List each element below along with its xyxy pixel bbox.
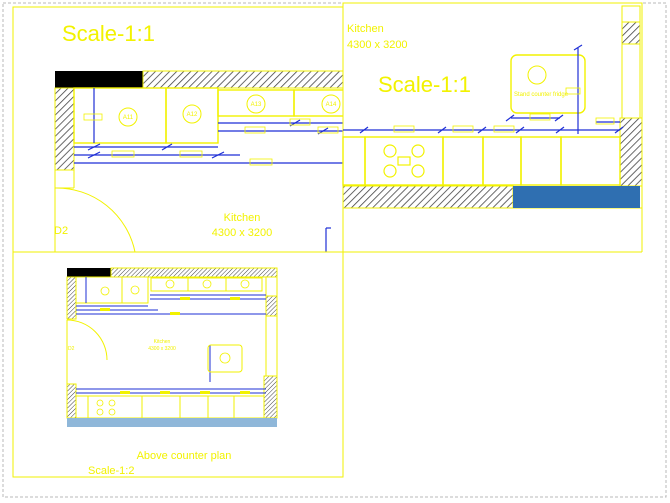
- door-swing: [66, 319, 108, 361]
- room-name: Kitchen: [347, 23, 384, 35]
- door-swing: [54, 187, 136, 253]
- page-border: [2, 2, 667, 498]
- fridge: [207, 344, 243, 373]
- left-wall-hatch: [66, 383, 77, 419]
- appliance-label: Stand counter fridge: [514, 92, 569, 98]
- top-wall-dark: [67, 268, 111, 277]
- right-wall-hatch: [263, 375, 278, 419]
- room-name: Kitchen: [154, 339, 171, 345]
- right-wall-hatch: [619, 117, 643, 187]
- cooktop-burners: [96, 399, 116, 416]
- room-size: 4300 x 3200: [212, 227, 273, 239]
- door-tag: D2: [54, 225, 68, 237]
- dimension-lines: [74, 88, 343, 164]
- viewport-bottom[interactable]: D2 Kitchen 4300 x 3200 Above counter pla…: [12, 3, 643, 478]
- viewport-top-left[interactable]: Scale-1:1 A11 A12 A13 A14: [12, 6, 345, 253]
- base-cabinets: [75, 395, 265, 419]
- top-wall-hatch: [110, 267, 278, 278]
- cabinet-tag: A11: [123, 115, 134, 121]
- viewport-scale-label: Scale-1:1: [378, 72, 471, 97]
- dimension-text-boxes: [83, 113, 339, 166]
- cabinet-tag: A14: [326, 102, 337, 108]
- floor-strip: [67, 418, 198, 427]
- room-name: Kitchen: [224, 212, 261, 224]
- room-size: 4300 x 3200: [148, 346, 176, 352]
- dimension-text-boxes: [393, 87, 615, 133]
- cooktop-burners: [383, 144, 425, 178]
- right-wall-hatch: [621, 21, 641, 45]
- window-strip: [513, 186, 640, 208]
- viewport-scale-label: Scale-1:1: [62, 21, 155, 46]
- fridge: [510, 54, 586, 114]
- left-wall-hatch: [54, 87, 75, 171]
- viewport-top-right[interactable]: Kitchen 4300 x 3200 Scale-1:1 Stand coun…: [342, 2, 643, 209]
- dimension-text-boxes: [100, 297, 250, 394]
- dimension-lines: [76, 277, 266, 394]
- window-strip: [198, 418, 277, 427]
- dimension-lines: [343, 114, 624, 134]
- left-wall-hatch: [66, 276, 77, 320]
- viewport-scale-label: Scale-1:2: [88, 465, 134, 477]
- wall-cabinets: [75, 276, 263, 304]
- plan-title: Above counter plan: [137, 450, 232, 462]
- cabinet-tag-markers: [118, 94, 341, 127]
- right-wall-hatch: [265, 295, 278, 317]
- door-tag: D2: [68, 346, 75, 352]
- cabinet-tag-markers: [100, 279, 250, 296]
- wall-cabinets: [73, 87, 345, 144]
- floor-hatch: [342, 185, 514, 209]
- top-wall-hatch: [142, 70, 344, 89]
- room-size: 4300 x 3200: [347, 39, 408, 51]
- cabinet-tag: A12: [187, 112, 198, 118]
- top-wall-dark: [55, 71, 143, 88]
- base-cabinets: [342, 136, 621, 186]
- cabinet-tag: A13: [251, 102, 262, 108]
